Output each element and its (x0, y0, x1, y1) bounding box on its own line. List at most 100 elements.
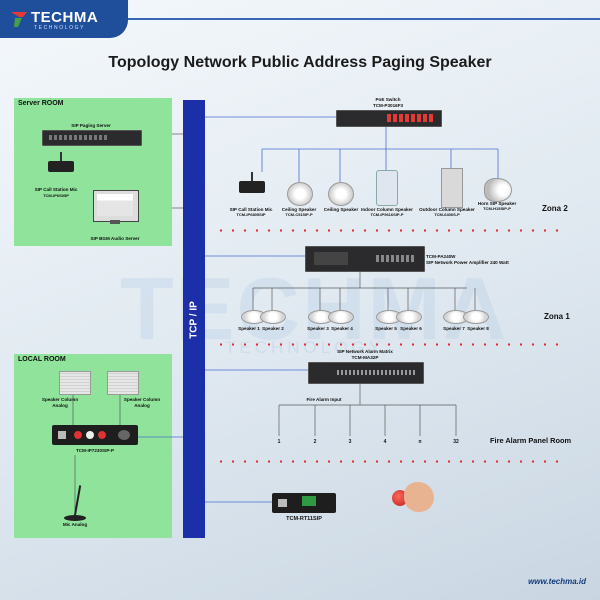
analog-mic-label: Mic Analog (62, 522, 88, 527)
zona1-speaker-7-label: Speaker 7 (443, 326, 465, 331)
header: TECHMA TECHNOLOGY (0, 0, 600, 40)
call-station-base (239, 181, 265, 193)
zona1-speaker-2-label: Speaker 2 (262, 326, 284, 331)
watermark-tagline: TECHNOLOGY (225, 338, 385, 357)
fire-input-n: n (418, 439, 422, 445)
zona2-device-1-name: SIP Call Station Mic (229, 207, 273, 212)
zona1-speaker-5-label: Speaker 5 (375, 326, 397, 331)
fire-input-2: 2 (313, 439, 317, 445)
amplifier-controls (376, 255, 416, 262)
decoder-jack-red-2 (98, 431, 106, 439)
call-station-model: TCM-IP6S05P (43, 193, 69, 198)
local-speaker-left-label: Speaker Column (41, 397, 79, 402)
zona2-ceiling-speaker-2[interactable] (328, 182, 354, 206)
poe-switch-model: TCM-P3016F3 (372, 103, 404, 108)
fire-input-32: 32 (453, 439, 459, 445)
website-link[interactable]: www.techma.id (528, 577, 586, 586)
zona1-speaker-2[interactable] (260, 310, 286, 324)
local-speaker-right-type: Analog (134, 403, 150, 408)
poe-switch-ports (387, 114, 435, 122)
sip-paging-server[interactable] (42, 130, 142, 146)
poe-switch-label: PoE Switch (375, 97, 401, 102)
zona2-device-1-model: TCM-IP6805SIP (236, 212, 266, 217)
zona2-device-6-model: TCM-H15SIP-P (483, 206, 511, 211)
amplifier-description: SIP Network Power Amplifier 240 Watt (426, 260, 509, 265)
local-speaker-column-left[interactable] (59, 371, 91, 395)
alarm-matrix[interactable] (308, 362, 424, 384)
fire-input-1: 1 (277, 439, 281, 445)
brand-logo[interactable]: TECHMA TECHNOLOGY (0, 0, 128, 38)
emergency-button-hand (392, 482, 434, 518)
zona2-device-2-model: TCM-C515IP-P (285, 212, 313, 217)
zona1-speaker-4[interactable] (328, 310, 354, 324)
gooseneck (251, 172, 253, 182)
monitor-stand (110, 220, 120, 224)
zona2-device-4-name: Indoor Column Speaker (361, 207, 413, 212)
call-station-label: SIP Call Station Mic (34, 187, 78, 192)
fire-input-3: 3 (348, 439, 352, 445)
zona2-call-station[interactable] (239, 172, 265, 194)
brand-name: TECHMA (31, 9, 99, 26)
zona2-ceiling-speaker-1[interactable] (287, 182, 313, 206)
decoder-rj45-port (58, 431, 66, 439)
rt11sip-model: TCM-RT11SIP (286, 516, 322, 522)
decoder-jack-white (86, 431, 94, 439)
hand-icon (404, 482, 434, 512)
zona2-outdoor-column-speaker[interactable] (441, 168, 463, 208)
zona1-speaker-6-label: Speaker 6 (400, 326, 422, 331)
zona1-speaker-1-label: Speaker 1 (238, 326, 260, 331)
zone-divider-2 (215, 343, 560, 346)
rt11sip-device[interactable] (272, 493, 336, 513)
paging-server-ports (49, 135, 109, 140)
zona2-device-6-name: Horn SIP Speaker (477, 201, 517, 206)
mic-gooseneck (74, 485, 82, 516)
zone-divider-3 (215, 460, 560, 463)
zona2-device-5-model: TCM-6406S-P (434, 212, 460, 217)
local-room: LOCAL ROOM (14, 354, 172, 538)
local-decoder-model: TCM-IP7230SIP-P (75, 448, 115, 453)
zona2-device-5-name: Outdoor Column Speaker (419, 207, 475, 212)
decoder-knob (118, 430, 130, 440)
alarm-matrix-terminals (337, 370, 417, 375)
rt11-terminal-block (302, 496, 316, 506)
power-amplifier[interactable] (305, 246, 425, 272)
call-station-base (48, 161, 74, 172)
brand-mark-icon (11, 12, 27, 27)
zona2-horn-speaker[interactable] (484, 178, 512, 202)
rt11-rj45-port (278, 499, 287, 507)
analog-mic[interactable] (62, 485, 88, 523)
local-speaker-column-right[interactable] (107, 371, 139, 395)
header-rule (0, 18, 600, 20)
gooseneck (60, 152, 62, 162)
zona2-device-3-name: Ceiling Speaker (323, 207, 359, 212)
zona2-device-4-model: TCM-IP9616SIP-P (370, 212, 404, 217)
decoder-jack-red (74, 431, 82, 439)
fire-alarm-input-label: Fire Alarm Input (306, 397, 342, 402)
local-decoder[interactable] (52, 425, 138, 445)
zona2-label: Zona 2 (542, 204, 568, 213)
amplifier-panel (314, 252, 348, 265)
sip-paging-server-label: SIP Paging Server (71, 123, 111, 128)
tcp-ip-label: TCP / IP (188, 301, 200, 339)
fire-input-4: 4 (383, 439, 387, 445)
zona1-speaker-3-label: Speaker 3 (307, 326, 329, 331)
zona1-label: Zona 1 (544, 312, 570, 321)
tcp-ip-backbone (183, 100, 205, 538)
monitor-display (97, 194, 133, 216)
zona1-speaker-8-label: Speaker 8 (467, 326, 489, 331)
server-room-title: Server ROOM (18, 100, 64, 107)
poe-switch[interactable] (336, 110, 442, 127)
local-speaker-left-type: Analog (52, 403, 68, 408)
zona2-indoor-column-speaker[interactable] (376, 170, 398, 206)
amplifier-model: TCM-PA240W (426, 254, 456, 259)
mic-base (64, 515, 86, 521)
page-title: Topology Network Public Address Paging S… (108, 54, 492, 71)
local-room-title: LOCAL ROOM (18, 356, 66, 363)
call-station-mic-server[interactable] (48, 152, 74, 172)
monitor-screen (93, 190, 139, 222)
bgm-audio-server[interactable] (93, 190, 139, 224)
zona1-speaker-6[interactable] (396, 310, 422, 324)
local-speaker-right-label: Speaker Column (123, 397, 161, 402)
zona1-speaker-8[interactable] (463, 310, 489, 324)
